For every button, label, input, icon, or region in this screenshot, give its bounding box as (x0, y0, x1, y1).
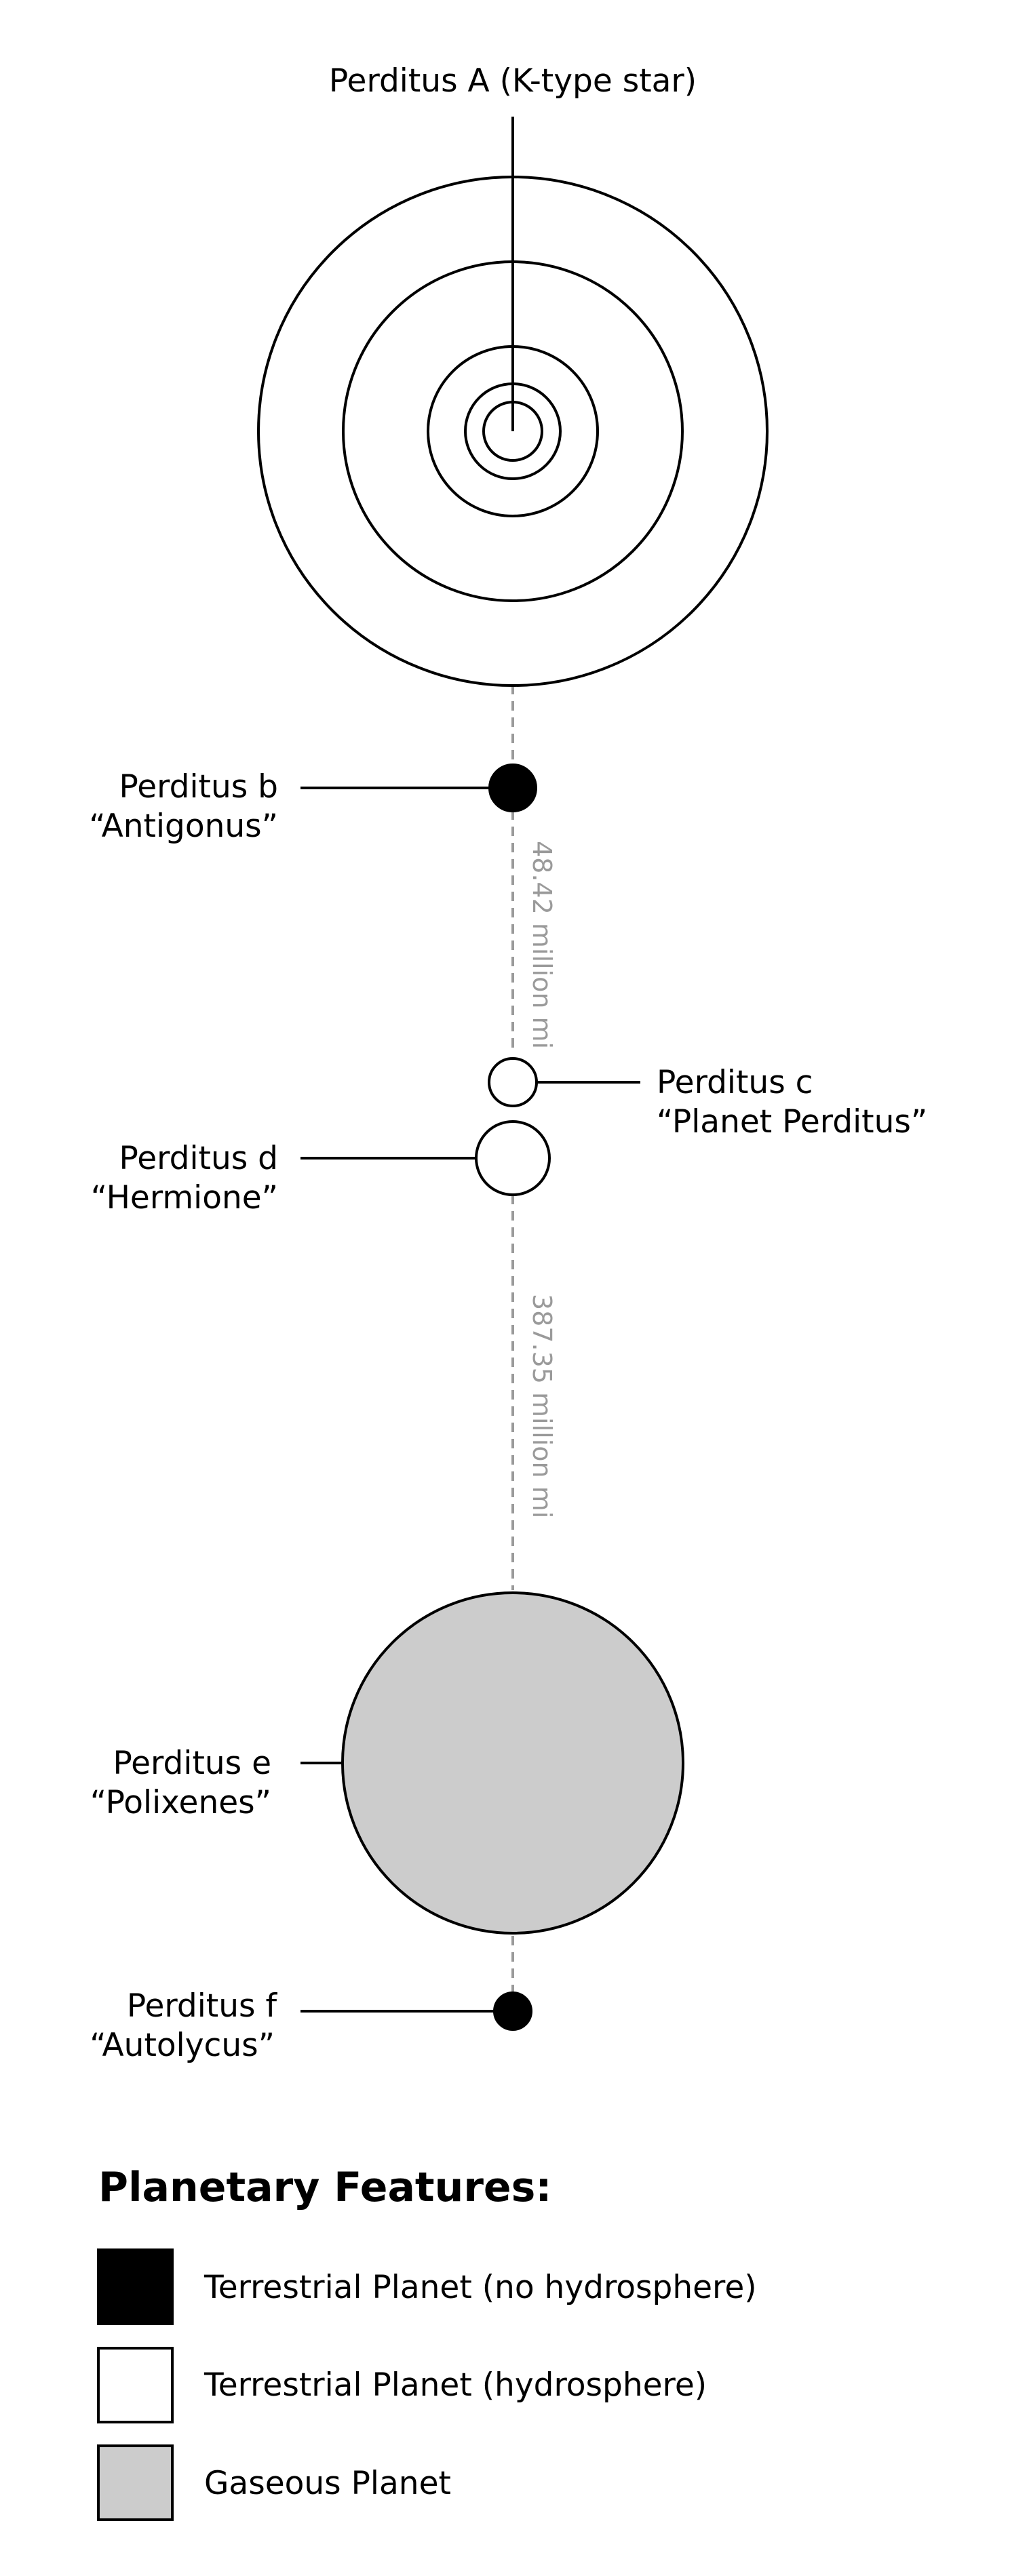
planet-e-marker (341, 1591, 684, 1935)
planet-f-marker (493, 1992, 532, 2031)
legend-title: Planetary Features: (98, 2164, 551, 2211)
planet-d-marker (475, 1120, 551, 1196)
star-label: Perditus A (K-type star) (329, 62, 697, 100)
planet-e-designation: Perditus e (113, 1745, 271, 1782)
planet-c-name: “Planet Perditus” (657, 1103, 927, 1141)
legend-label-gaseous: Gaseous Planet (204, 2465, 451, 2502)
planet-c-marker (488, 1057, 538, 1107)
legend-swatch-gaseous (97, 2444, 174, 2521)
legend: Planetary Features: Terrestrial Planet (… (97, 2164, 757, 2521)
planet-e-name: “Polixenes” (90, 1784, 271, 1821)
legend-label-terrestrial-no-hydrosphere: Terrestrial Planet (no hydrosphere) (203, 2269, 757, 2306)
planet-f-name: “Autolycus” (90, 2027, 275, 2064)
planet-b-marker (488, 764, 537, 812)
legend-label-terrestrial-hydrosphere: Terrestrial Planet (hydrosphere) (203, 2366, 707, 2404)
legend-swatch-terrestrial-no-hydrosphere (97, 2248, 174, 2325)
distance-label-b-c: 48.42 million mi (527, 841, 557, 1049)
planet-b-designation: Perditus b (119, 768, 278, 806)
distance-label-d-e: 387.35 million mi (527, 1294, 557, 1518)
planet-c-designation: Perditus c (657, 1064, 813, 1101)
legend-swatch-terrestrial-hydrosphere (97, 2347, 174, 2423)
planet-d-name: “Hermione” (91, 1179, 278, 1216)
planet-f-designation: Perditus f (127, 1987, 278, 2025)
planet-d-designation: Perditus d (119, 1140, 278, 1177)
planet-b-name: “Antigonus” (89, 808, 278, 845)
